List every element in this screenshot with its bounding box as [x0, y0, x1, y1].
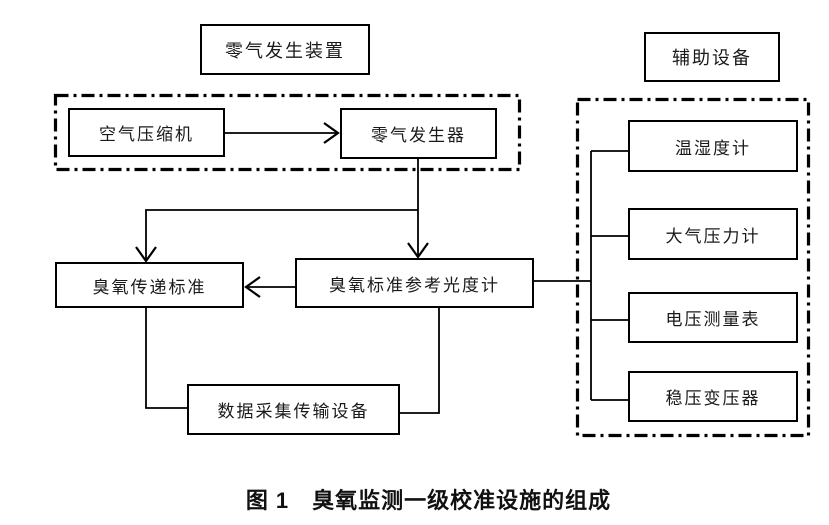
node-ozone-standard-reference-photometer: 臭氧标准参考光度计 [295, 258, 534, 308]
node-zero-gas-generator: 零气发生器 [340, 108, 497, 159]
group-title-zero-gas: 零气发生装置 [200, 24, 370, 75]
arrowhead-down-icon [135, 246, 157, 263]
zero-gas-group-border [53, 93, 522, 172]
node-voltage-stabilizing-transformer: 稳压变压器 [628, 371, 798, 422]
group-title-auxiliary: 辅助设备 [644, 32, 780, 82]
node-thermo-hygrometer: 温湿度计 [628, 120, 798, 172]
node-air-compressor: 空气压缩机 [68, 108, 225, 157]
node-voltage-meter: 电压测量表 [628, 292, 798, 343]
arrowhead-left-icon [244, 276, 261, 298]
edge-transfer-standard-to-data-acquisition [145, 308, 187, 409]
figure-caption: 图 1 臭氧监测一级校准设施的组成 [245, 488, 612, 513]
node-barometric-pressure-gauge: 大气压力计 [628, 208, 798, 260]
node-ozone-transfer-standard: 臭氧传递标准 [55, 262, 244, 308]
edge-generator-to-transfer-standard [145, 209, 418, 259]
auxiliary-group-border [575, 97, 811, 438]
arrowhead-right-icon [323, 122, 340, 144]
node-data-acquisition-transmission: 数据采集传输设备 [187, 384, 400, 435]
edge-photometer-to-data-acquisition [400, 308, 440, 414]
arrowhead-down-icon [407, 242, 429, 259]
